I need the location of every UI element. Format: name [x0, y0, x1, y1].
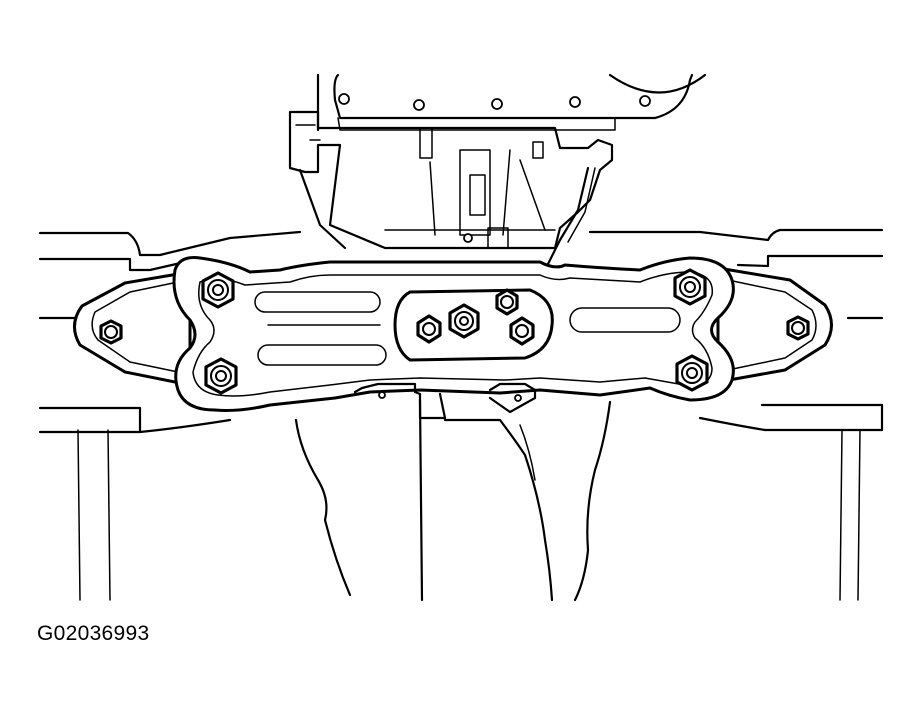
slot-left-upper [254, 291, 381, 313]
bolt-upper-right [673, 268, 707, 306]
transmission-case-lower [294, 398, 612, 602]
housing-bolt-hole [639, 95, 651, 107]
left-end-bracket [73, 270, 192, 387]
housing-bolt-hole [491, 98, 503, 110]
frame-rail-right [588, 228, 884, 601]
housing-bolt-hole [569, 96, 581, 108]
slot-right [569, 307, 681, 333]
frame-rail-left [38, 230, 302, 601]
crossmember-bolts [99, 268, 810, 395]
bolt-center-top-right [495, 288, 519, 316]
transmission-housing [316, 73, 707, 132]
bolt-lower-right [675, 354, 709, 392]
bolt-center [448, 303, 480, 339]
bolt-lower-left [204, 357, 238, 395]
slot-left-lower [257, 344, 387, 366]
crossmember [73, 256, 833, 420]
housing-bolt-hole [338, 93, 350, 105]
lower-tab-left [353, 382, 447, 420]
housing-bolt-hole [413, 99, 425, 111]
bolt-left-end [99, 319, 123, 345]
bolt-center-left [416, 314, 442, 344]
bolt-upper-left [201, 271, 235, 309]
figure-id-label: G02036993 [37, 622, 150, 645]
lower-tab-right [488, 382, 537, 414]
valve-body-bracket [288, 110, 614, 272]
bolt-center-right [509, 316, 535, 346]
bolt-right-end [786, 315, 810, 341]
right-end-bracket [716, 266, 833, 384]
